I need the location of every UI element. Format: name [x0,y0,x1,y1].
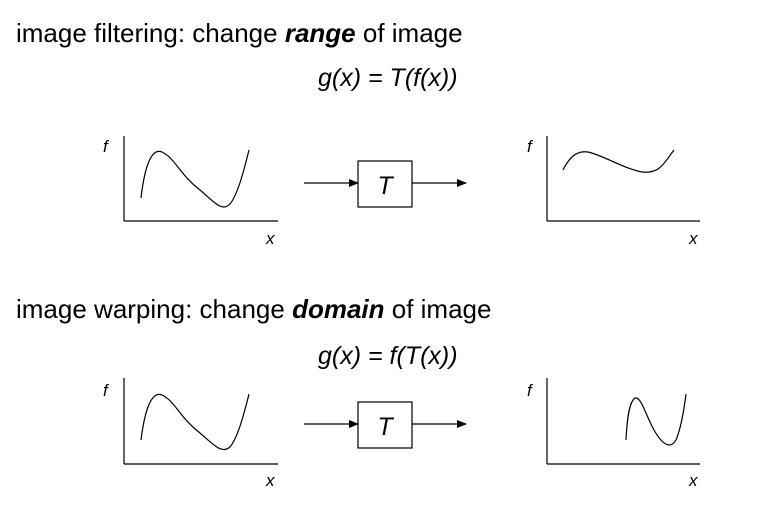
warping-output-x-label: x [688,471,698,490]
warping-input-y-label: f [103,381,110,400]
filtering-input-curve [140,149,250,208]
filtering-title: image filtering: change range of image [16,20,463,46]
filtering-operator-box [357,160,413,208]
filtering-operator-label: T [377,172,394,200]
warping-output-plot: f x [527,378,700,490]
warping-title-prefix: image warping: change [16,294,293,324]
warping-formula: g(x) = f(T(x)) [318,342,458,370]
filtering-keyword: range [284,18,356,48]
filtering-input-x-label: x [265,229,275,248]
warping-operator: T [304,401,467,449]
warping-output-y-label: f [527,381,534,400]
filtering-output-plot: f x [527,136,700,248]
warping-input-plot: f x [103,378,278,490]
warping-title-suffix: of image [384,294,492,324]
filtering-title-prefix: image filtering: change [16,18,285,48]
warping-operator-box [357,401,413,449]
warping-input-curve [140,393,250,451]
filtering-input-y-label: f [103,137,110,156]
warping-input-x-label: x [265,471,275,490]
warping-title: image warping: change domain of image [16,296,491,322]
filtering-formula: g(x) = T(f(x)) [318,64,458,92]
filtering-output-x-label: x [688,229,698,248]
filtering-title-suffix: of image [355,18,463,48]
filtering-output-y-label: f [527,137,534,156]
warping-operator-label: T [377,413,394,441]
filtering-operator: T [304,160,467,208]
filtering-input-plot: f x [103,136,278,248]
filtering-output-curve [562,149,675,173]
warping-keyword: domain [292,294,385,324]
warping-output-curve [625,393,687,446]
